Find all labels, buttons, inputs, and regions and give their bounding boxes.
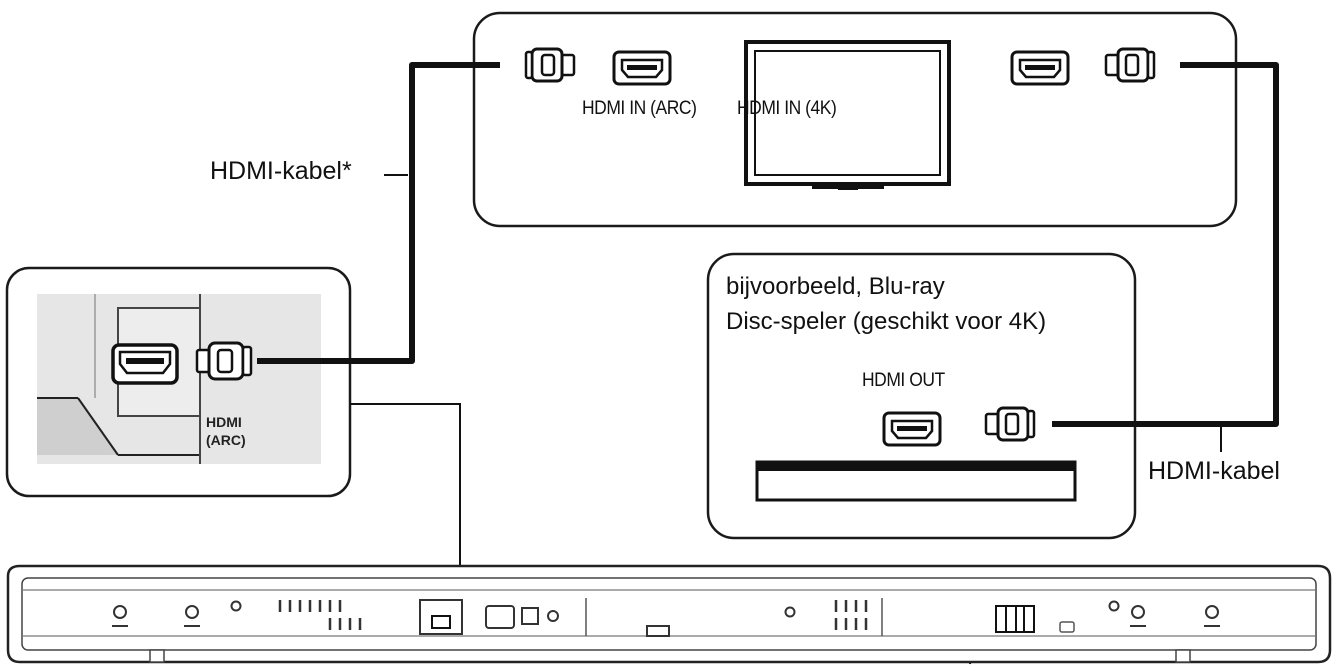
soundbar-hdmi-label-line2: (ARC)	[206, 432, 246, 448]
cable-label-tv-soundbar: HDMI-kabel*	[210, 157, 352, 185]
cable-player-to-tv	[1052, 62, 1279, 452]
soundbar-hdmi-port-icon	[111, 343, 179, 385]
soundbar-hdmi-label-line1: HDMI	[206, 414, 242, 430]
soundbar-closeup-panel	[5, 266, 352, 498]
tv-panel	[472, 11, 1238, 228]
player-plug-icon	[984, 406, 1036, 442]
soundbar-rear-view	[6, 564, 1332, 664]
tv-hdmi-4k-label: HDMI IN (4K)	[737, 98, 837, 119]
tv-hdmi-arc-port-icon	[612, 50, 672, 86]
tv-hdmi-4k-port-icon	[1010, 50, 1070, 86]
soundbar-plug-icon	[195, 341, 253, 381]
player-panel	[706, 252, 1137, 540]
player-hdmi-out-label: HDMI OUT	[862, 370, 945, 391]
tv-4k-plug-icon	[1104, 47, 1156, 83]
cable-label-player-tv: HDMI-kabel	[1148, 457, 1280, 485]
blu-ray-player-icon	[755, 460, 1077, 502]
player-hdmi-out-port-icon	[882, 411, 942, 447]
tv-icon	[744, 40, 951, 190]
player-description-line1: bijvoorbeeld, Blu-ray	[726, 273, 945, 300]
player-description-line2: Disc-speler (geschikt voor 4K)	[726, 308, 1047, 335]
tv-arc-plug-icon	[524, 47, 576, 83]
tv-hdmi-arc-label: HDMI IN (ARC)	[582, 98, 697, 119]
cable-tv-to-soundbar	[257, 62, 500, 364]
